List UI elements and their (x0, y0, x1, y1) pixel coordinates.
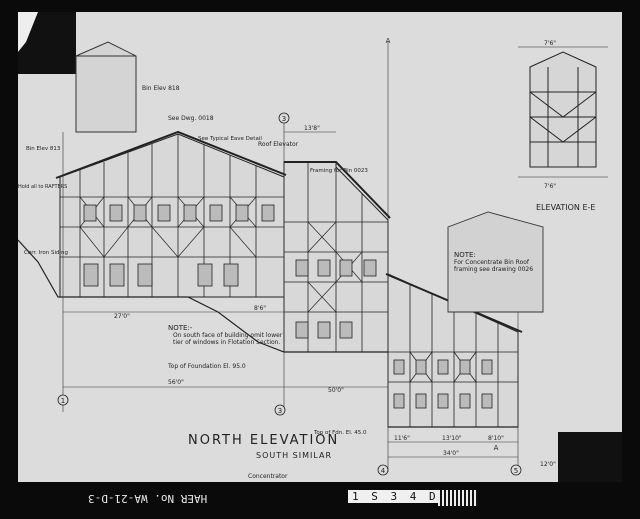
grid-bubble-3-top (278, 112, 290, 124)
note-right-body: For Concentrate Bin Roof framing see dra… (454, 259, 534, 273)
side-title: ELEVATION E-E (536, 203, 595, 212)
note-right-heading: NOTE: (454, 251, 476, 259)
dim-d10: 8'6" (254, 305, 266, 312)
dim-d5: 12'0" (540, 461, 556, 468)
label-foundation: Top of Foundation El. 95.0 (167, 363, 246, 370)
dim-d7: 13'10" (442, 435, 462, 442)
archive-strip: HAER No. WA-21-D-3 1 S 3 4 D (18, 484, 622, 512)
label-hold-rafters: Hold all to RAFTERS (18, 184, 67, 190)
note-right: For Concentrate Bin Roof framing see dra… (454, 259, 534, 273)
archive-box: 1 S 3 4 D (348, 490, 443, 503)
sub-title: SOUTH SIMILAR (256, 451, 332, 460)
grid-bubble-3 (274, 404, 286, 416)
grid-label-a: A (494, 444, 499, 452)
drawing-sheet: 1 3 3 4 5 A A Bin Elev 818 See Dwg. 0018… (18, 12, 622, 482)
label-bin-elev-813: Bin Elev 813 (26, 146, 61, 152)
dim-d2: 13'8" (304, 125, 320, 132)
label-foundation-right: Top of Fdn. El. 45.0 (313, 430, 367, 436)
note-left-heading: NOTE:- (168, 324, 193, 332)
grid-label-1: 1 (61, 397, 65, 405)
tower (75, 41, 137, 133)
dim-d4: 34'0" (443, 450, 459, 457)
upper-building (55, 130, 391, 353)
dim-d3: 50'0" (328, 387, 344, 394)
ground-line (18, 239, 388, 353)
note-left: On south face of building omit lower tie… (173, 332, 283, 346)
label-typical-eave: See Typical Eave Detail (198, 136, 262, 142)
main-title: NORTH ELEVATION (188, 433, 339, 448)
grid-label-4: 4 (381, 467, 386, 475)
elevation-ee (518, 46, 608, 178)
concentrate-bin (447, 211, 544, 313)
archive-code: HAER No. WA-21-D-3 (88, 492, 208, 505)
grid-markers (57, 112, 522, 476)
grid-bubble-5 (510, 464, 522, 476)
dim-d1: 56'0" (168, 379, 184, 386)
label-bin-elev: Bin Elev 818 (142, 85, 180, 92)
barcode (438, 490, 478, 506)
corner-tab-bottom (558, 432, 622, 482)
grid-label-3-top: 3 (282, 115, 286, 123)
dim-d11: 7'6" (544, 183, 556, 190)
label-concentrator: Concentrator (248, 473, 288, 480)
label-framing-note: Framing for Bin 0023 (310, 168, 368, 174)
elevation-drawing: 1 3 3 4 5 A A Bin Elev 818 See Dwg. 0018… (18, 12, 622, 482)
dim-d8: 8'10" (488, 435, 504, 442)
dim-d6: 11'6" (394, 435, 410, 442)
dim-d9: 27'0" (114, 313, 130, 320)
label-see-dwg: See Dwg. 0018 (168, 115, 214, 122)
dimension-lines (62, 42, 519, 472)
grid-label-5: 5 (514, 467, 518, 475)
dim-d12: 7'6" (544, 40, 556, 47)
label-corr-iron: Corr. Iron Siding (24, 250, 68, 256)
note-left-body: On south face of building omit lower tie… (173, 332, 283, 346)
label-roof-elevator: Roof Elevator (258, 141, 299, 148)
grid-label-a-top: A (386, 37, 391, 45)
grid-label-3: 3 (278, 407, 282, 415)
grid-bubble-1 (57, 394, 69, 406)
grid-bubble-4 (377, 464, 389, 476)
